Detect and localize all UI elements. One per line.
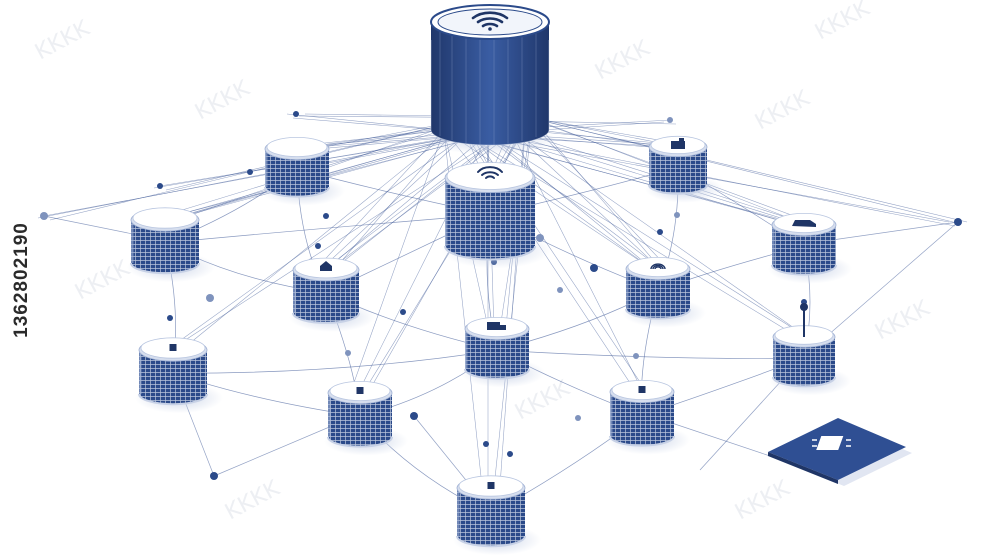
mesh-line [164, 214, 491, 244]
endpoint-dot [657, 229, 663, 235]
endpoint-dot [667, 117, 673, 123]
endpoint-dot [954, 218, 962, 226]
connection-line [319, 134, 467, 271]
endpoint-dot [206, 294, 214, 302]
endpoint-dot [247, 169, 253, 175]
connection-line [350, 129, 445, 392]
connection-line [487, 133, 956, 227]
server-node-top-right [645, 135, 723, 203]
endpoint-dot [400, 309, 406, 315]
microchip-board [768, 418, 912, 486]
wifi-icon [477, 166, 503, 179]
svg-text:KKKK: KKKK [871, 296, 934, 345]
endpoint-dot [293, 111, 299, 117]
connection-line [166, 134, 467, 351]
server-node-mid-right [622, 256, 706, 328]
server-node-left [127, 207, 215, 283]
svg-text:KKKK: KKKK [71, 256, 134, 305]
stock-id-text: 1362802190 [11, 222, 32, 338]
square-icon [487, 482, 495, 489]
fingerprint-icon [650, 263, 666, 270]
central-hub [422, 4, 558, 154]
endpoint-dot [507, 451, 513, 457]
server-nodes [127, 135, 852, 556]
server-node-center [461, 316, 545, 388]
car-icon [792, 220, 816, 227]
square-icon [169, 344, 177, 351]
svg-text:KKKK: KKKK [751, 86, 814, 135]
endpoint-dot [40, 212, 48, 220]
server-node-top-left [261, 136, 345, 206]
antenna-icon [800, 303, 808, 337]
svg-text:KKKK: KKKK [191, 76, 254, 125]
endpoint-dot [210, 472, 218, 480]
connection-line [286, 113, 445, 131]
endpoint-dot [575, 415, 581, 421]
svg-text:KKKK: KKKK [811, 0, 874, 45]
server-node-bottom [453, 475, 541, 556]
endpoint-dot [590, 264, 598, 272]
endpoint-dot [345, 350, 351, 356]
camera-icon [671, 138, 685, 149]
truck-icon [487, 322, 506, 330]
connection-line [525, 116, 968, 223]
svg-text:KKKK: KKKK [731, 476, 794, 525]
connection-line [487, 133, 656, 272]
connection-line [316, 129, 445, 269]
server-node-right [768, 212, 852, 284]
endpoint-dot [167, 315, 173, 321]
endpoint-dot [633, 353, 639, 359]
connection-line [37, 134, 467, 219]
server-node-mid-left [289, 257, 375, 332]
house-icon [320, 261, 332, 271]
endpoint-dot [157, 183, 163, 189]
connection-line [487, 133, 802, 228]
endpoint-dot [483, 441, 489, 447]
microchip-icon [812, 436, 851, 450]
wifi-icon [471, 11, 509, 28]
svg-text:KKKK: KKKK [31, 16, 94, 65]
server-node-bottom-left [324, 380, 408, 456]
endpoint-dot [674, 212, 680, 218]
svg-text:KKKK: KKKK [221, 476, 284, 525]
endpoint-dot [410, 412, 418, 420]
endpoint-dot [315, 243, 321, 249]
square-icon [638, 386, 646, 393]
endpoint-dot [323, 213, 329, 219]
endpoint-dot [557, 287, 563, 293]
server-node-center-wifi [441, 162, 551, 269]
server-node-bottom-right [606, 379, 690, 455]
connection-line [178, 119, 465, 353]
connection-line [463, 119, 811, 340]
connection-line [509, 128, 659, 268]
mesh-line [172, 349, 498, 374]
server-node-lower-left [135, 337, 223, 414]
server-node-lower-right [769, 303, 851, 396]
square-icon [356, 387, 364, 394]
connection-line [322, 133, 489, 273]
svg-text:KKKK: KKKK [591, 36, 654, 85]
connection-line [465, 134, 653, 270]
mesh-line [496, 349, 805, 359]
